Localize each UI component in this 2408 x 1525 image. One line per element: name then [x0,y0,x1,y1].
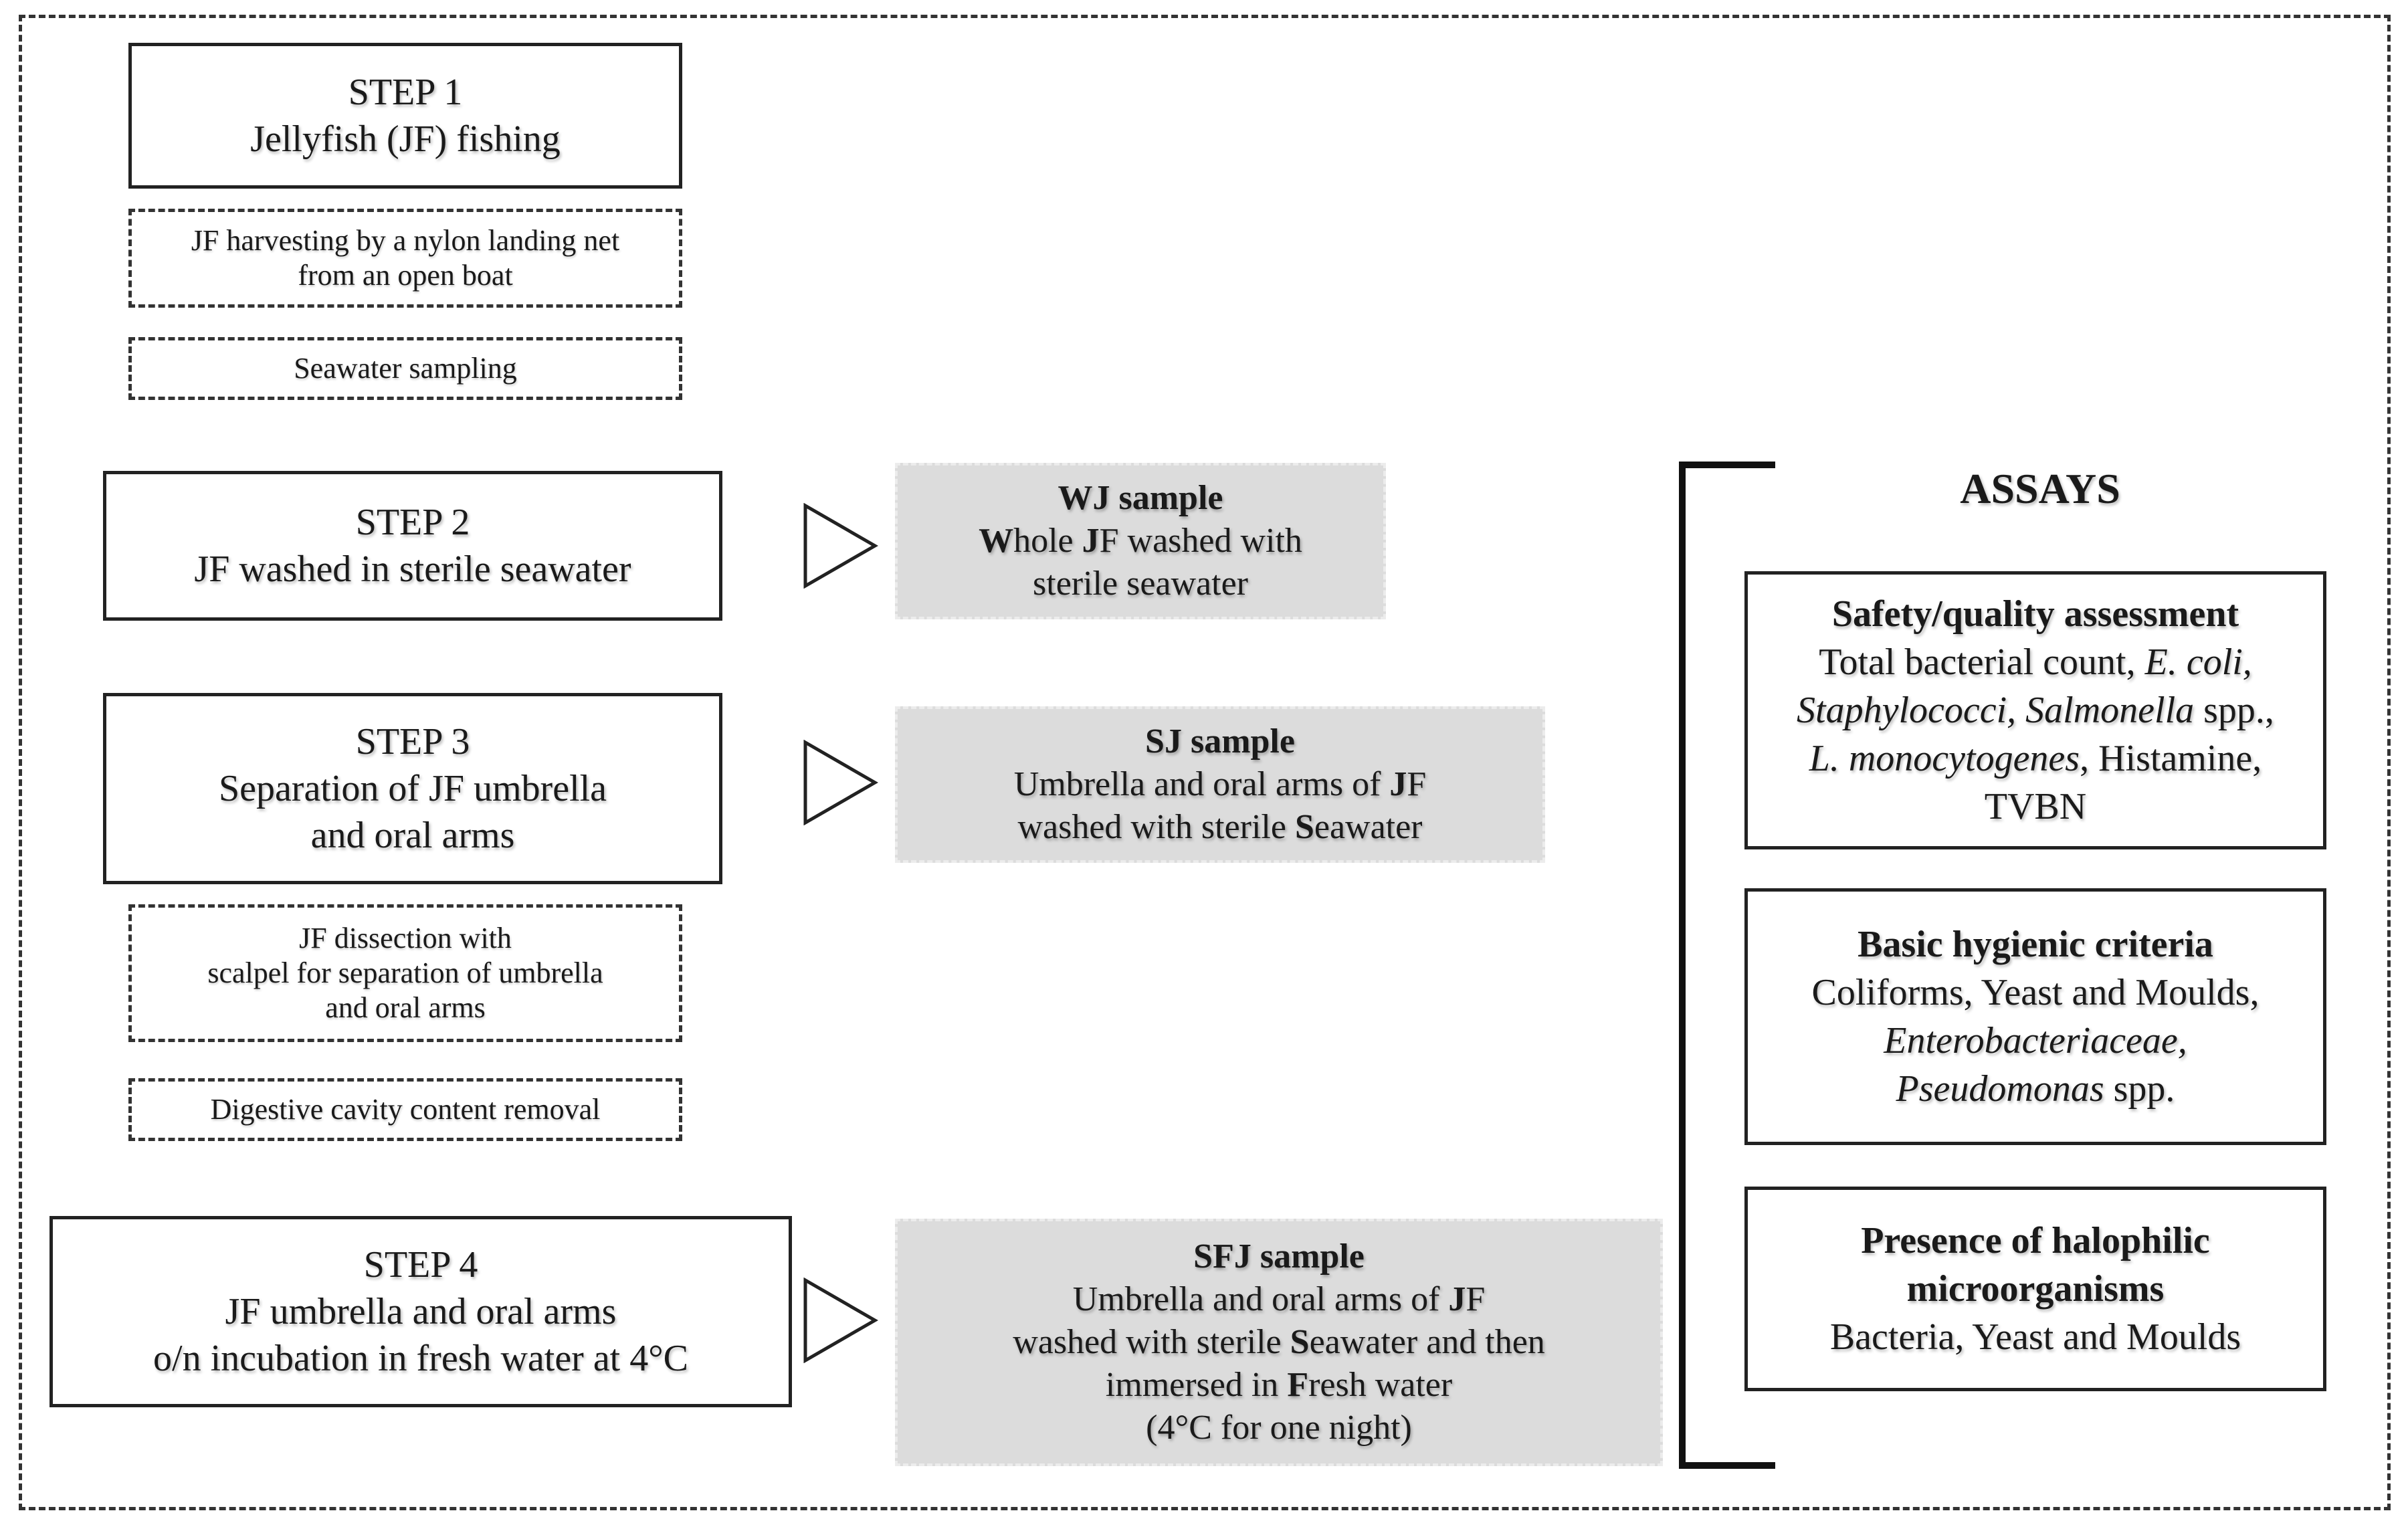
step3-title: STEP 3 [355,721,470,762]
wj-sample-box: WJ sample Whole JF washed with sterile s… [895,463,1386,619]
step3-note-digestive: Digestive cavity content removal [128,1078,682,1141]
step2-desc: JF washed in sterile seawater [194,548,631,590]
sj-sample-box: SJ sample Umbrella and oral arms of JF w… [895,706,1545,863]
step1-title: STEP 1 [348,72,463,113]
assay-hygienic-title: Basic hygienic criteria [1858,924,2213,965]
step1-desc: Jellyfish (JF) fishing [250,118,561,160]
step4-arrow-icon [803,1278,879,1363]
assay-hygienic-box: Basic hygienic criteria Coliforms, Yeast… [1744,888,2326,1145]
step1-note-seawater: Seawater sampling [128,337,682,400]
step2-box: STEP 2 JF washed in sterile seawater [103,471,722,621]
step4-box: STEP 4 JF umbrella and oral arms o/n inc… [49,1216,792,1407]
step3-note-dissection: JF dissection with scalpel for separatio… [128,904,682,1042]
assays-title: ASSAYS [1960,465,2120,512]
sfj-sample-box: SFJ sample Umbrella and oral arms of JF … [895,1219,1663,1466]
step2-arrow-icon [803,503,879,589]
step3-arrow-icon [803,740,879,825]
step1-note-harvesting: JF harvesting by a nylon landing net fro… [128,209,682,308]
sfj-sample-title: SFJ sample [1193,1237,1365,1276]
assay-safety-title: Safety/quality assessment [1831,593,2239,635]
assay-halophilic-title: Presence of halophilic [1861,1220,2210,1261]
assay-halophilic-box: Presence of halophilic microorganisms Ba… [1744,1187,2326,1391]
sj-sample-title: SJ sample [1145,722,1295,760]
wj-sample-title: WJ sample [1058,479,1223,517]
assay-safety-box: Safety/quality assessment Total bacteria… [1744,571,2326,849]
diagram-frame [19,15,2391,1510]
step2-title: STEP 2 [355,502,470,543]
assays-bracket [1679,462,1775,1469]
step4-title: STEP 4 [363,1244,478,1286]
step1-box: STEP 1 Jellyfish (JF) fishing [128,43,682,189]
step3-box: STEP 3 Separation of JF umbrella and ora… [103,693,722,884]
